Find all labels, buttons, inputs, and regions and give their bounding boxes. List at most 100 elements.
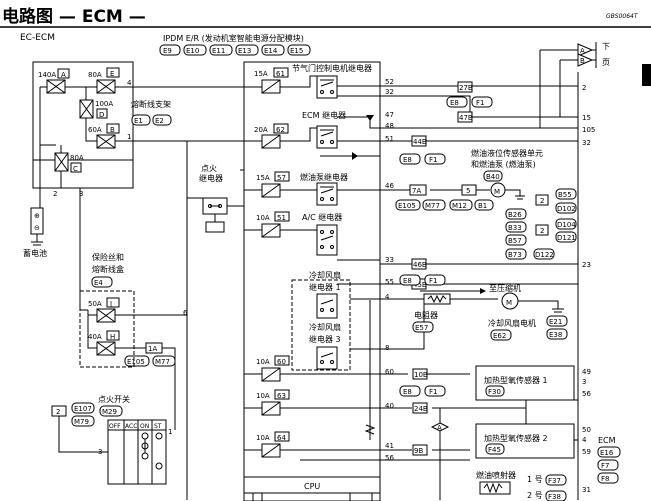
fuse-57-value: 15A — [256, 174, 270, 182]
connector-b57: B57 — [508, 237, 522, 245]
connector-f1-b: F1 — [429, 156, 437, 164]
connector-f30-label: F30 — [488, 388, 501, 396]
fuse-62-id: 62 — [276, 126, 285, 134]
fuse-block-support: 140A A 80A E 100A D 60A B 80A C — [32, 61, 134, 189]
relay-cooling-1 — [316, 293, 338, 319]
fuse-140a-id: A — [61, 71, 66, 79]
connector-m79: M79 — [74, 418, 89, 426]
connector-e2: E2 — [155, 117, 164, 125]
fuse-box-label-1: 保险丝和 — [92, 252, 124, 262]
connector-f45 — [485, 443, 505, 455]
ipdm-terminal-48: 48 — [385, 122, 394, 130]
fuse-51-value: 10A — [256, 214, 270, 222]
connector-e57-label: E57 — [415, 324, 428, 332]
fuse-10a-60: 10A 60 — [256, 355, 290, 382]
fuse-box-lower: 50A J 40A H — [79, 290, 187, 430]
fuse-64-id: 64 — [277, 434, 286, 442]
relay-fuel-pump — [316, 182, 338, 206]
ecm-terminals: 2 15 105 32 23 49 3 56 50 4 59 31 — [582, 84, 595, 494]
next-page-label-1: 下 — [602, 42, 610, 51]
connector-f45-label: F45 — [488, 446, 501, 454]
connector-e4-label: E4 — [94, 279, 103, 287]
connector-f1-d: F1 — [429, 388, 437, 396]
ipdm-terminal-33: 33 — [385, 256, 394, 264]
fuse-140a-value: 140A — [38, 71, 56, 79]
connector-e8-b: E8 — [403, 156, 412, 164]
ignition-relay-label-2: 继电器 — [199, 173, 223, 183]
cpu-block — [243, 476, 381, 494]
page-title: 电路图 — ECM — — [2, 7, 146, 27]
cooling-motor-label: 冷却风扇电机 — [488, 318, 536, 328]
ipdm-terminal-40: 40 — [385, 402, 394, 410]
fuel-pump-relay-label: 燃油泵继电器 — [300, 172, 348, 182]
cooling-fan-relay-group — [291, 279, 351, 371]
compressor-arrow — [480, 288, 486, 294]
ipdm-terminal-56: 56 — [385, 454, 394, 462]
fuse-80a-c-value: 80A — [70, 154, 84, 162]
tag-47b: 47B — [459, 114, 473, 122]
ecm-terminal-56: 56 — [582, 390, 591, 398]
connector-b40-label: B40 — [486, 173, 500, 181]
connector-e105-a: E105 — [398, 202, 416, 210]
fuse-15a-61: 15A 61 — [254, 67, 289, 94]
fuse-50a-id: J — [109, 300, 112, 308]
terminal-left-2: 2 — [53, 190, 57, 198]
ignition-relay-label-1: 点火 — [201, 164, 217, 173]
tag-27b: 27B — [459, 84, 473, 92]
connector-b40 — [483, 170, 503, 182]
connector-f7: F7 — [601, 462, 609, 470]
fuel-pump-motor: M — [490, 182, 525, 200]
tag-46b: 46B — [413, 261, 427, 269]
connector-f30 — [485, 385, 505, 397]
connector-e38 — [546, 328, 568, 340]
cooling-relay-1-label-b: 继电器 1 — [309, 282, 341, 292]
switch-terminal-1: 1 — [168, 428, 172, 436]
ipdm-label: IPDM E/R (发动机室智能电源分配模块) — [163, 33, 304, 43]
ecm-terminal-32: 32 — [582, 139, 591, 147]
cooling-relay-3-label-a: 冷却风扇 — [309, 322, 341, 332]
connector-d104: D104 — [557, 221, 576, 229]
ipdm-wiring — [186, 75, 380, 500]
relay-throttle — [316, 75, 338, 99]
fuse-63-id: 63 — [277, 392, 286, 400]
connector-ovals: E8 F1 E8 F1 E105 M77 M12 B1 E8 F1 E8 F1 … — [71, 96, 494, 427]
connector-e105-b: E105 — [127, 358, 145, 366]
svg-text:M: M — [506, 299, 512, 307]
tag-45b: 45B — [413, 281, 427, 289]
connector-b26: B26 — [508, 211, 522, 219]
fuse-64-value: 10A — [256, 434, 270, 442]
tag-2: 2 — [56, 408, 60, 416]
ipdm-terminal-60: 60 — [385, 368, 394, 376]
battery-symbol: ⊕ ⊖ — [30, 188, 44, 246]
ecm-terminal-105: 105 — [582, 126, 595, 134]
ipdm-terminals: 52 32 47 48 51 46 33 55 4 6 8 60 40 41 5… — [183, 78, 394, 462]
fuse-51-id: 51 — [277, 214, 286, 222]
connector-b73: B73 — [508, 251, 522, 259]
ec-ecm-label: EC-ECM — [20, 33, 55, 43]
terminal-left-1: 1 — [127, 133, 131, 141]
connector-e21 — [546, 315, 568, 327]
ecm-label: ECM — [598, 436, 616, 445]
ecm-terminal-59: 59 — [582, 448, 591, 456]
ipdm-terminal-55: 55 — [385, 278, 394, 286]
connector-e4 — [91, 276, 113, 288]
fuse-63-value: 10A — [256, 392, 270, 400]
ecm-terminal-23: 23 — [582, 261, 591, 269]
ecm-terminal-3: 3 — [582, 378, 586, 386]
fuse-20a-62: 20A 62 — [254, 123, 289, 149]
battery-label: 蓄电池 — [23, 248, 47, 258]
connector-e1: E1 — [134, 117, 143, 125]
connector-e107: E107 — [74, 405, 92, 413]
fuse-80a-e-value: 80A — [88, 71, 102, 79]
connector-e62-label: E62 — [493, 332, 506, 340]
connector-e9: E9 — [163, 47, 172, 55]
svg-text:M: M — [494, 188, 500, 196]
fuse-100a-id: D — [99, 111, 104, 119]
fuse-40a-value: 40A — [88, 333, 102, 341]
ipdm-terminal-8: 8 — [385, 344, 389, 352]
connector-d102: D102 — [557, 205, 576, 213]
connector-e38-label: E38 — [549, 331, 562, 339]
fuse-10a-63: 10A 63 — [256, 389, 290, 416]
tag-10b: 10B — [414, 371, 428, 379]
